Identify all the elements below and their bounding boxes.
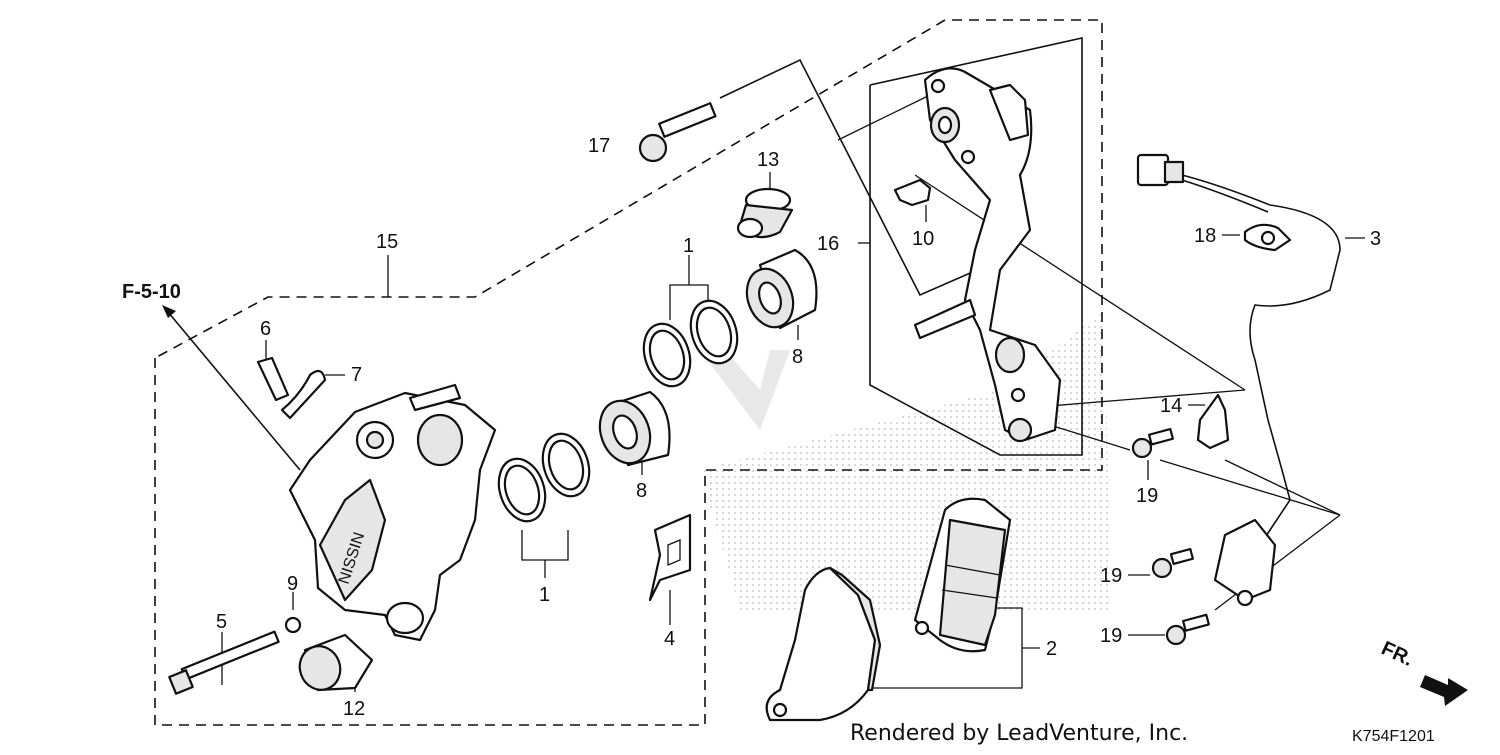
callout-12: 12 <box>343 698 365 720</box>
callout-labels: F-5-10 15 6 7 17 13 1 8 8 1 5 9 12 4 2 1… <box>122 135 1381 720</box>
part-bolt-17 <box>638 102 717 163</box>
callout-15: 15 <box>376 231 398 253</box>
part-seals-1 <box>497 299 739 523</box>
callout-13: 13 <box>757 149 779 171</box>
part-washer-9 <box>284 616 302 634</box>
callout-19-upper: 19 <box>1136 485 1158 507</box>
part-pin-5 <box>168 630 280 695</box>
callout-2: 2 <box>1046 638 1057 660</box>
part-clamp-18 <box>1243 223 1292 252</box>
callout-10: 10 <box>912 228 934 250</box>
part-bleeder-6 <box>256 356 290 402</box>
part-clip-10 <box>893 178 932 207</box>
part-sleeve-8-lower <box>598 390 671 467</box>
callout-1-upper: 1 <box>683 235 694 257</box>
callout-3: 3 <box>1370 228 1381 250</box>
callout-4: 4 <box>664 628 675 650</box>
assembly-outline <box>154 19 1341 726</box>
diagram-code: K754F1201 <box>1352 728 1435 745</box>
part-piston-12 <box>298 633 374 692</box>
direction-label: FR. <box>1378 637 1416 671</box>
callout-19-middle: 19 <box>1100 565 1122 587</box>
callout-17: 17 <box>588 135 610 157</box>
callout-6: 6 <box>260 318 271 340</box>
callout-1-lower: 1 <box>539 584 550 606</box>
part-spring-4 <box>648 513 692 602</box>
part-bolt-19-upper <box>1131 427 1174 459</box>
callout-18: 18 <box>1194 225 1216 247</box>
part-clip-14 <box>1196 393 1230 450</box>
part-sensor-3 <box>1136 153 1341 607</box>
callout-7: 7 <box>351 364 362 386</box>
watermark <box>700 310 1110 610</box>
part-bolt-19-middle <box>1151 547 1194 579</box>
reference-arrow <box>162 305 301 471</box>
callout-19-lower: 19 <box>1100 625 1122 647</box>
part-pads-2 <box>765 497 1012 722</box>
callout-8-upper: 8 <box>792 346 803 368</box>
part-bracket-16 <box>913 67 1062 443</box>
callout-8-lower: 8 <box>636 480 647 502</box>
part-boot-13 <box>736 187 794 239</box>
callout-9: 9 <box>287 573 298 595</box>
callout-14: 14 <box>1160 395 1182 417</box>
credit-text: Rendered by LeadVenture, Inc. <box>850 721 1188 746</box>
part-bolt-19-lower <box>1165 613 1210 646</box>
part-cap-7 <box>280 369 327 420</box>
callout-16: 16 <box>817 233 839 255</box>
callout-5: 5 <box>216 611 227 633</box>
part-sleeve-8-upper <box>745 248 818 330</box>
leader-lines <box>221 144 1365 692</box>
part-caliper-15: NISSIN <box>288 383 497 642</box>
reference-label: F-5-10 <box>122 281 181 303</box>
front-direction-indicator: FR. <box>1378 637 1468 706</box>
